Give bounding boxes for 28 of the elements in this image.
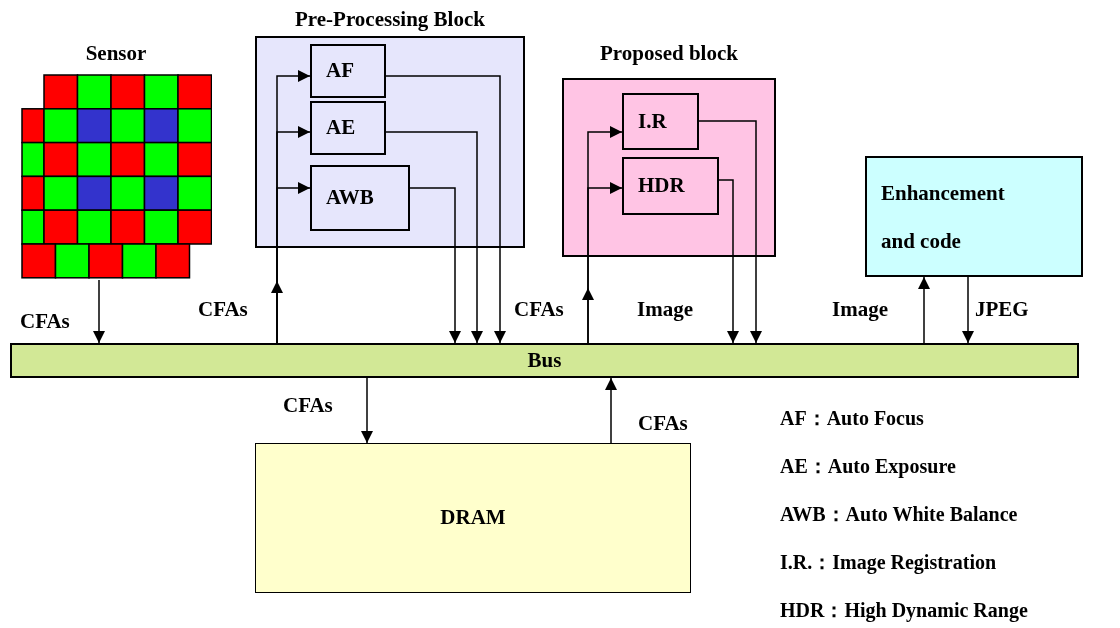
arrow — [605, 377, 617, 444]
block-title: Pre-Processing Block — [294, 6, 486, 32]
abbreviation-note: I.R.：Image Registration — [780, 550, 997, 575]
abbreviation-note: AF：Auto Focus — [780, 406, 924, 431]
arrow — [276, 182, 311, 344]
function-box: AE — [310, 101, 386, 155]
bus-bar: Bus — [10, 343, 1079, 378]
arrow — [93, 279, 105, 344]
arrow — [361, 377, 373, 444]
arrow — [385, 131, 483, 344]
function-box: I.R — [622, 93, 699, 150]
arrow — [698, 120, 762, 344]
arrow — [962, 276, 974, 344]
abbreviation-note: HDR：High Dynamic Range — [780, 598, 1028, 623]
process-box: Enhancement and code — [865, 156, 1083, 277]
function-box: AF — [310, 44, 386, 98]
arrow — [409, 187, 461, 344]
abbreviation-note: AWB：Auto White Balance — [780, 502, 1018, 527]
function-box: HDR — [622, 157, 719, 215]
arrow — [385, 75, 506, 344]
arrow — [718, 179, 739, 344]
block-title: Proposed block — [599, 40, 739, 66]
arrow — [918, 276, 930, 344]
memory-box: DRAM — [255, 443, 691, 593]
function-box: AWB — [310, 165, 410, 231]
sensor-title: Sensor — [84, 40, 148, 66]
arrow — [587, 182, 623, 344]
abbreviation-note: AE：Auto Exposure — [780, 454, 956, 479]
